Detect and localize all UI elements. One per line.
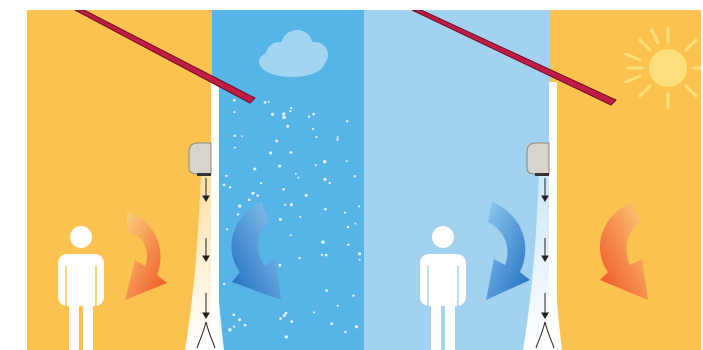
air-curtain-vent bbox=[197, 173, 211, 176]
air-curtain-unit bbox=[189, 143, 211, 174]
snowflake bbox=[323, 178, 326, 181]
snowflake bbox=[238, 204, 241, 207]
snowflake bbox=[352, 294, 354, 296]
snowflake bbox=[290, 203, 293, 206]
snowflake bbox=[248, 198, 251, 201]
snowflake bbox=[285, 335, 288, 338]
snowflake bbox=[344, 331, 346, 333]
snowflake bbox=[337, 305, 339, 307]
snowflake bbox=[233, 99, 236, 102]
snowflake bbox=[323, 160, 326, 163]
snowflake bbox=[237, 213, 239, 215]
snowflake bbox=[226, 228, 228, 230]
snowflake bbox=[289, 110, 291, 112]
snowflake bbox=[321, 254, 323, 256]
snowflake bbox=[315, 136, 317, 138]
snowflake bbox=[279, 317, 282, 320]
snowflake bbox=[308, 115, 310, 117]
snowflake bbox=[253, 192, 255, 194]
snowflake bbox=[283, 314, 286, 317]
snowflake bbox=[321, 240, 324, 243]
snowflake bbox=[271, 113, 274, 116]
summer-panel bbox=[364, 10, 701, 350]
snowflake bbox=[282, 116, 285, 119]
snowflake bbox=[278, 165, 281, 168]
snowflake bbox=[312, 113, 315, 116]
snowflake bbox=[241, 135, 243, 137]
snowflake bbox=[264, 101, 267, 104]
winter-scene bbox=[27, 10, 364, 350]
indoor-area bbox=[27, 10, 212, 350]
snowflake bbox=[282, 112, 285, 115]
snowflake bbox=[286, 125, 289, 128]
snowflake bbox=[324, 208, 327, 211]
winter-panel bbox=[27, 10, 364, 350]
snowflake bbox=[290, 151, 293, 154]
snowflake bbox=[268, 101, 270, 103]
snowflake bbox=[358, 205, 360, 207]
snowflake bbox=[347, 226, 349, 228]
snowflake bbox=[298, 257, 300, 259]
snowflake bbox=[260, 182, 262, 184]
snowflake bbox=[253, 167, 256, 170]
snowflake bbox=[278, 264, 281, 267]
snowflake bbox=[346, 160, 348, 162]
snowflake bbox=[337, 136, 339, 138]
snowflake bbox=[330, 322, 333, 325]
snowflake bbox=[233, 326, 235, 328]
snowflake bbox=[275, 140, 278, 143]
snowflake bbox=[256, 194, 259, 197]
snowflake bbox=[233, 135, 236, 138]
snowflake bbox=[313, 311, 315, 313]
snowflake bbox=[238, 318, 241, 321]
snowflake bbox=[290, 234, 292, 236]
snowflake bbox=[312, 128, 314, 130]
snowflake bbox=[347, 244, 349, 246]
snowflake bbox=[229, 186, 232, 189]
snowflake bbox=[344, 212, 346, 214]
snowflake bbox=[285, 312, 288, 315]
snowflake bbox=[223, 283, 226, 286]
snowflake bbox=[295, 173, 297, 175]
snowflake bbox=[225, 175, 227, 177]
snowflake bbox=[325, 254, 328, 257]
air-curtain-unit bbox=[527, 143, 549, 174]
snowflake bbox=[299, 216, 301, 218]
snowflake bbox=[244, 324, 247, 327]
snowflake bbox=[336, 138, 338, 140]
snowflake bbox=[269, 151, 272, 154]
snowflake bbox=[354, 175, 357, 178]
snowflake bbox=[315, 164, 317, 166]
snowflake bbox=[279, 218, 282, 221]
snowflake bbox=[284, 204, 286, 206]
snowflake bbox=[325, 289, 328, 292]
summer-scene bbox=[364, 10, 701, 350]
air-curtain-vent bbox=[535, 173, 549, 176]
snowflake bbox=[305, 194, 308, 197]
snowflake bbox=[355, 325, 358, 328]
snowflake bbox=[297, 177, 299, 179]
snowflake bbox=[228, 328, 231, 331]
snowflake bbox=[359, 259, 361, 261]
snowflake bbox=[358, 252, 361, 255]
snowflake bbox=[290, 107, 292, 109]
snowflake bbox=[233, 111, 235, 113]
snowflake bbox=[282, 188, 285, 191]
snowflake bbox=[346, 120, 348, 122]
snowflake bbox=[234, 147, 236, 149]
snowflake bbox=[232, 313, 235, 316]
snowflake bbox=[290, 320, 293, 323]
snowflake bbox=[354, 223, 356, 225]
snowflake bbox=[223, 184, 226, 187]
snowflake bbox=[329, 182, 331, 184]
